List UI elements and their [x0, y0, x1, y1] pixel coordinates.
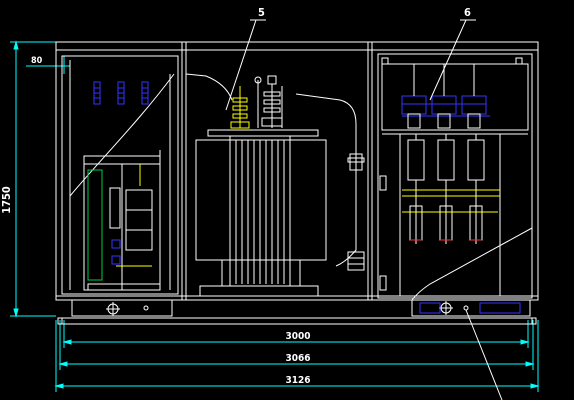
- dimension-inset: 80: [31, 56, 43, 66]
- base-leader-line: [465, 309, 503, 400]
- fuse-switch-units: [407, 134, 485, 244]
- callout-5-label: 5: [258, 6, 265, 19]
- enclosure-outline: [55, 41, 539, 301]
- dimension-width-0: 3000: [285, 331, 310, 342]
- transformer-tank: [207, 129, 319, 137]
- dimension-lines: [10, 40, 540, 392]
- dimension-width-2: 3126: [285, 375, 310, 386]
- callout-6-label: 6: [464, 6, 471, 19]
- mounting-hole-icon: [515, 57, 523, 65]
- callout-5-leader: [225, 19, 266, 111]
- transformer-compartment: [185, 73, 365, 297]
- insulator-icon: [401, 95, 490, 117]
- hv-bushing-icon: [230, 86, 250, 129]
- cable-connector-icon: [347, 153, 365, 271]
- mounting-hole-icon: [381, 57, 389, 65]
- dimension-width-1: 3066: [285, 353, 310, 364]
- lv-bushing-icon: [254, 75, 283, 128]
- low-voltage-compartment: [61, 55, 179, 295]
- transformer-fins: [235, 140, 285, 284]
- base-foundation: [57, 299, 537, 325]
- high-voltage-compartment: [377, 53, 533, 301]
- operating-mechanism: [402, 189, 500, 213]
- callout-6-leader: [429, 19, 476, 101]
- dimension-height: 1750: [0, 186, 13, 214]
- ventilation-louvers: [93, 81, 149, 105]
